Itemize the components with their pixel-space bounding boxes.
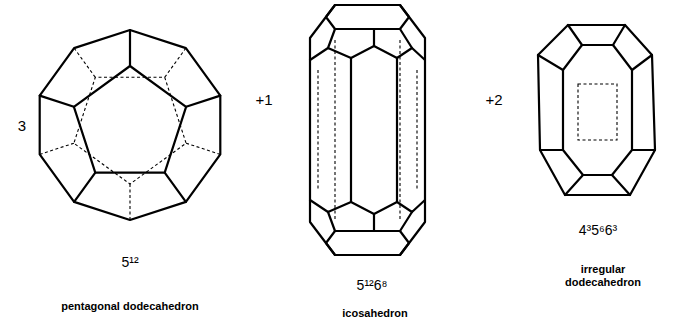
polyhedron-edge: [563, 45, 632, 175]
polyhedron-outline: [538, 25, 655, 195]
cage-formula: 4³5⁶6³: [579, 222, 617, 238]
pentagonal-dodecahedron: [40, 30, 221, 220]
icosahedron-cage: [310, 5, 425, 255]
top-face: [326, 5, 409, 29]
hidden-edge: [40, 48, 221, 220]
count-number: 3: [18, 117, 26, 134]
cage-formula: 5¹²: [121, 254, 138, 270]
front-face: [74, 66, 186, 173]
polyhedron-edge: [538, 25, 655, 195]
polyhedron-edge: [40, 30, 221, 202]
shape-name: irregular dodecahedron: [562, 263, 644, 288]
polyhedron-edge: [328, 29, 412, 231]
count-number: +2: [485, 91, 502, 108]
count-number: +1: [255, 91, 272, 108]
irregular-dodecahedron: [538, 25, 655, 195]
shape-name: icosahedron: [342, 307, 407, 320]
polyhedron-outline: [310, 5, 425, 255]
hidden-face: [578, 84, 617, 140]
polyhedron-outline: [40, 30, 221, 220]
bottom-face: [326, 231, 409, 255]
shape-name: pentagonal dodecahedron: [61, 300, 199, 313]
cage-formula: 5¹²6⁸: [357, 277, 388, 293]
hidden-edge: [318, 40, 417, 220]
